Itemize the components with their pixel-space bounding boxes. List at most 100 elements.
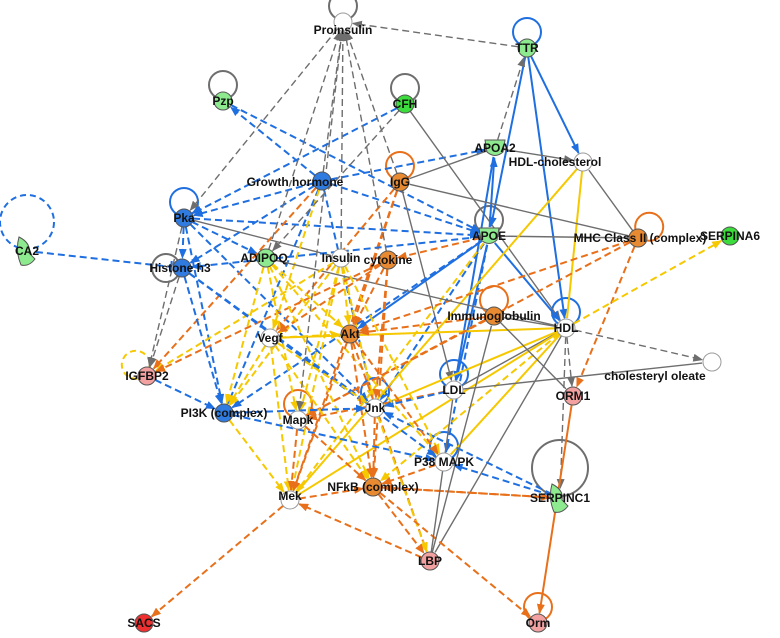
- edge-serpinc1-to-nfkb-complex: [381, 484, 552, 499]
- node-growth-hormone[interactable]: [312, 171, 332, 191]
- node-insulin[interactable]: [331, 248, 351, 268]
- edge-hdl-to-ldl: [462, 331, 559, 386]
- edge-proinsulin-to-mapk: [296, 30, 343, 412]
- self-loop-mhc-class-ii-complex: [634, 211, 665, 242]
- node-mek[interactable]: [280, 490, 300, 510]
- node-cfh[interactable]: [395, 94, 415, 114]
- node-mapk[interactable]: [288, 410, 308, 430]
- edges-layer: [35, 20, 723, 618]
- edge-growth-hormone-to-pi3k-complex: [226, 188, 320, 405]
- node-label-cytokine: cytokine: [364, 253, 413, 267]
- edge-adipoq-to-proinsulin: [268, 30, 341, 250]
- node-serpinc1[interactable]: [549, 483, 569, 513]
- edge-hdl-to-adipoq: [275, 259, 558, 327]
- self-loop-ca2: [0, 194, 55, 250]
- node-hdl-cholesterol[interactable]: [573, 152, 593, 172]
- node-serpina6[interactable]: [720, 226, 740, 246]
- edge-apoa2-to-hdl-cholesterol: [503, 148, 575, 163]
- node-orm[interactable]: [528, 613, 548, 633]
- edge-vegf-to-pi3k-complex: [228, 345, 267, 406]
- edge-jnk-to-nfkb-complex: [369, 416, 378, 479]
- node-ldl[interactable]: [444, 380, 464, 400]
- node-label-pi3k-complex: PI3K (complex): [181, 406, 268, 420]
- node-igg[interactable]: [390, 172, 410, 192]
- node-mhc-class-ii-complex[interactable]: [628, 228, 648, 248]
- edge-histone-h3-to-p38-mapk: [188, 272, 437, 457]
- node-label-serpina6: SERPINA6: [700, 229, 760, 243]
- edge-hdl-to-cholesteryl-oleate: [574, 329, 704, 362]
- edge-insulin-to-proinsulin: [338, 30, 347, 250]
- edge-apoe-to-cytokine: [396, 237, 481, 260]
- edge-hdl-to-immunoglobulin: [503, 316, 558, 328]
- edge-hdl-to-orm1: [566, 336, 576, 388]
- node-label-nfkb-complex: NFkB (complex): [327, 480, 418, 494]
- edge-nfkb-complex-to-orm: [379, 491, 532, 618]
- edge-hdl-to-jnk: [383, 330, 559, 406]
- node-pi3k-complex[interactable]: [214, 403, 234, 423]
- edge-pka-to-insulin: [192, 219, 332, 257]
- edge-cfh-to-adipoq: [272, 110, 400, 252]
- node-ca2[interactable]: [16, 236, 36, 266]
- node-label-p38-mapk: P38 MAPK: [414, 455, 474, 469]
- node-label-mek: Mek: [278, 489, 302, 503]
- node-igfbp2[interactable]: [137, 366, 157, 386]
- node-hdl[interactable]: [556, 318, 576, 338]
- edge-cytokine-to-proinsulin: [342, 30, 388, 252]
- node-nfkb-complex[interactable]: [363, 477, 383, 497]
- edge-mapk-to-nfkb-complex: [304, 425, 367, 482]
- node-pka[interactable]: [174, 208, 194, 228]
- node-label-igg: IgG: [390, 175, 410, 189]
- node-vegf[interactable]: [260, 328, 280, 348]
- edge-hdl-to-p38-mapk: [449, 333, 561, 456]
- edge-growth-hormone-to-vegf: [272, 189, 321, 330]
- edge-lbp-to-mek: [298, 503, 423, 559]
- edge-adipoq-to-mapk: [266, 266, 299, 412]
- edge-apoe-to-apoa2: [488, 156, 498, 228]
- edge-proinsulin-to-pka: [189, 28, 338, 212]
- edge-vegf-to-mek: [270, 346, 292, 492]
- edge-mhc-class-ii-complex-to-orm1: [575, 245, 636, 388]
- node-label-lbp: LBP: [418, 554, 442, 568]
- edge-jnk-to-lbp: [377, 416, 428, 553]
- node-label-immunoglobulin: Immunoglobulin: [447, 309, 540, 323]
- edge-insulin-to-mek: [290, 266, 341, 492]
- node-label-growth-hormone: Growth hormone: [247, 175, 344, 189]
- edge-adipoq-to-pi3k-complex: [225, 266, 265, 405]
- node-proinsulin[interactable]: [333, 12, 353, 32]
- edge-serpinc1-to-p38-mapk: [452, 463, 552, 497]
- edge-mek-to-sacs: [150, 505, 284, 618]
- node-label-pka: Pka: [173, 211, 195, 225]
- node-cytokine[interactable]: [378, 250, 398, 270]
- node-cholesteryl-oleate[interactable]: [702, 352, 722, 372]
- edge-immunoglobulin-to-orm1: [499, 321, 567, 390]
- edge-akt-to-lbp: [352, 342, 428, 553]
- edge-growth-hormone-to-pka: [192, 182, 314, 217]
- node-immunoglobulin[interactable]: [484, 306, 504, 326]
- edge-igg-to-proinsulin: [345, 30, 398, 174]
- node-label-cholesteryl-oleate: cholesteryl oleate: [604, 369, 706, 383]
- edge-vegf-to-nfkb-complex: [274, 344, 369, 480]
- node-sacs[interactable]: [134, 613, 154, 633]
- node-adipoq[interactable]: [256, 248, 276, 268]
- node-apoa2[interactable]: [484, 139, 506, 156]
- node-p38-mapk[interactable]: [434, 452, 454, 472]
- node-label-vegf: Vegf: [257, 331, 283, 345]
- node-pzp[interactable]: [213, 91, 233, 111]
- edge-pi3k-complex-to-mek: [228, 419, 285, 493]
- node-label-orm: Orm: [526, 616, 551, 630]
- node-akt[interactable]: [340, 324, 360, 344]
- node-jnk[interactable]: [365, 398, 385, 418]
- node-label-ttr: TTR: [515, 41, 539, 55]
- node-label-cfh: CFH: [393, 97, 418, 111]
- edge-apoe-to-mek: [295, 242, 485, 493]
- edge-cytokine-to-nfkb-complex: [370, 268, 389, 479]
- edge-growth-hormone-to-apoe: [330, 182, 481, 234]
- edge-growth-hormone-to-apoa2: [330, 147, 487, 181]
- node-ttr[interactable]: [517, 38, 537, 58]
- node-orm1[interactable]: [563, 386, 583, 406]
- node-histone-h3[interactable]: [172, 258, 192, 278]
- node-label-ldl: LDL: [442, 383, 465, 397]
- node-lbp[interactable]: [420, 551, 440, 571]
- node-apoe[interactable]: [478, 227, 500, 244]
- node-label-igfbp2: IGFBP2: [125, 369, 169, 383]
